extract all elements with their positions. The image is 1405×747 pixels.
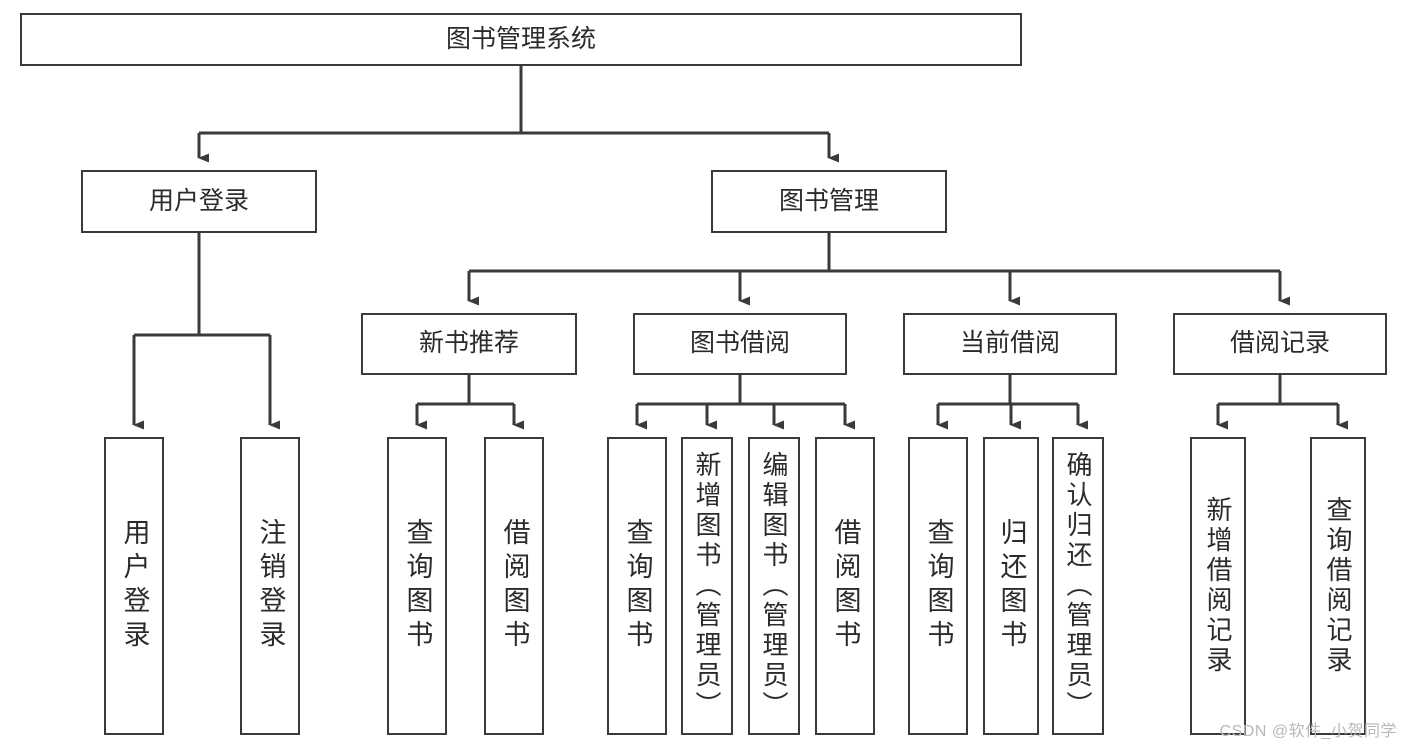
node-level2-1[interactable]: 图书管理 [711, 170, 947, 233]
node-leaf-current-borrow-10[interactable]: 确认归还（管理员） [1052, 437, 1104, 735]
node-leaf-book-borrow-7[interactable]: 借阅图书 [815, 437, 875, 735]
node-label: 查询借阅记录 [1323, 496, 1353, 676]
node-label: 新增图书（管理员） [692, 451, 722, 721]
node-label: 图书管理 [778, 186, 879, 215]
node-leaf-borrow-record-12[interactable]: 查询借阅记录 [1310, 437, 1366, 735]
node-label: 借阅图书 [830, 518, 861, 654]
node-leaf-new-book-2[interactable]: 查询图书 [387, 437, 447, 735]
node-label: 确认归还（管理员） [1063, 451, 1093, 721]
node-leaf-current-borrow-8[interactable]: 查询图书 [908, 437, 968, 735]
node-level3-3[interactable]: 借阅记录 [1173, 313, 1387, 375]
node-label: 查询图书 [622, 518, 653, 654]
node-label: 当前借阅 [959, 329, 1060, 358]
node-label: 用户登录 [119, 518, 150, 654]
csdn-watermark: CSDN @软件_小贺同学 [1219, 723, 1397, 740]
node-leaf-user-login-1[interactable]: 注销登录 [240, 437, 300, 735]
node-label: 图书借阅 [689, 329, 790, 358]
node-label: 编辑图书（管理员） [759, 451, 789, 721]
node-level3-1[interactable]: 图书借阅 [633, 313, 847, 375]
node-label: 查询图书 [402, 518, 433, 654]
node-label: 借阅图书 [499, 518, 530, 654]
node-leaf-book-borrow-4[interactable]: 查询图书 [607, 437, 667, 735]
node-leaf-book-borrow-6[interactable]: 编辑图书（管理员） [748, 437, 800, 735]
node-level2-0[interactable]: 用户登录 [81, 170, 317, 233]
node-label: 归还图书 [996, 518, 1027, 654]
node-leaf-borrow-record-11[interactable]: 新增借阅记录 [1190, 437, 1246, 735]
node-label: 注销登录 [255, 518, 286, 654]
node-level3-2[interactable]: 当前借阅 [903, 313, 1117, 375]
node-label: 查询图书 [923, 518, 954, 654]
node-leaf-new-book-3[interactable]: 借阅图书 [484, 437, 544, 735]
node-label: 用户登录 [148, 186, 249, 215]
node-label: 新书推荐 [418, 329, 519, 358]
node-label: 新增借阅记录 [1203, 496, 1233, 676]
node-leaf-book-borrow-5[interactable]: 新增图书（管理员） [681, 437, 733, 735]
node-leaf-user-login-0[interactable]: 用户登录 [104, 437, 164, 735]
node-level3-0[interactable]: 新书推荐 [361, 313, 577, 375]
node-label: 借阅记录 [1229, 329, 1330, 358]
node-root-图书管理系统[interactable]: 图书管理系统 [20, 13, 1022, 66]
node-label: 图书管理系统 [445, 24, 596, 53]
node-leaf-current-borrow-9[interactable]: 归还图书 [983, 437, 1039, 735]
